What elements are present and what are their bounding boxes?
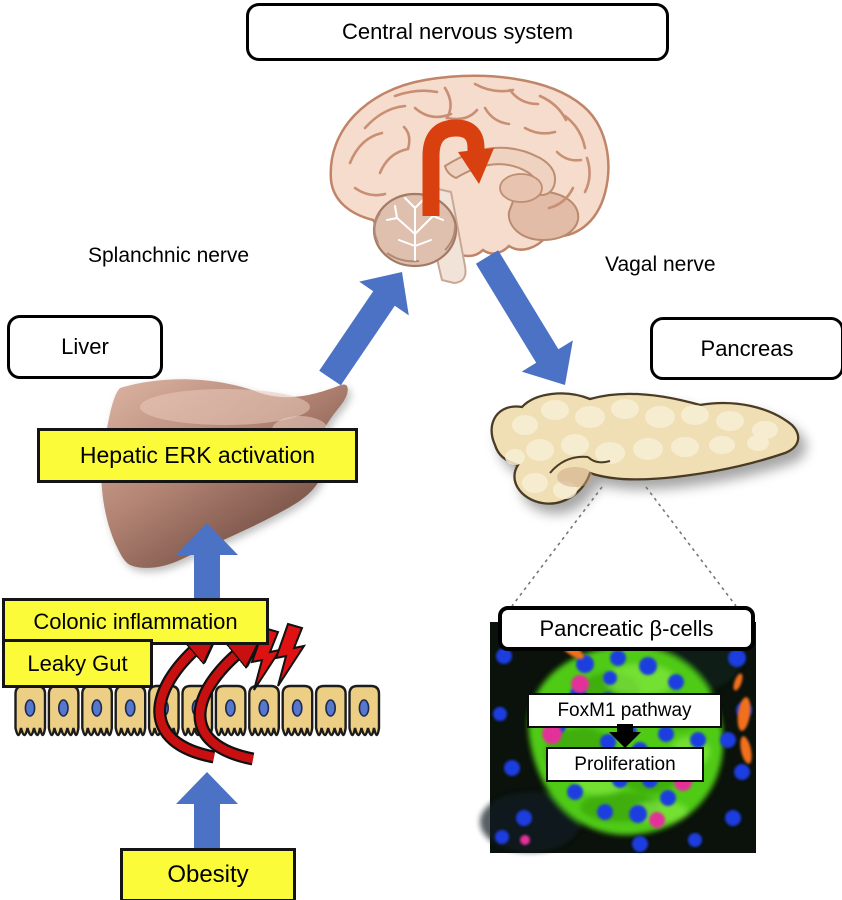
inflammation-bolt-icon xyxy=(250,622,307,691)
foxm1-pathway-label: FoxM1 pathway xyxy=(557,699,692,721)
pancreas-illustration xyxy=(490,392,800,505)
arrow-liver-to-brain xyxy=(319,272,409,386)
liver-label-box: Liver xyxy=(7,315,163,379)
splanchnic-nerve-label: Splanchnic nerve xyxy=(88,244,250,267)
arrow-brain-to-pancreas xyxy=(475,250,573,385)
liver-label: Liver xyxy=(61,334,109,359)
cns-label: Central nervous system xyxy=(341,19,574,44)
hepatic-erk-box: Hepatic ERK activation xyxy=(37,428,358,483)
proliferation-box: Proliferation xyxy=(546,747,704,782)
leaky-gut-arrow xyxy=(193,649,253,766)
brain-illustration xyxy=(329,74,610,285)
arrow-obesity-to-gut xyxy=(176,772,238,848)
pancreas-label-box: Pancreas xyxy=(650,317,842,380)
obesity-box: Obesity xyxy=(120,848,296,900)
pancreas-lobules xyxy=(505,399,778,499)
leaky-gut-label: Leaky Gut xyxy=(27,650,128,676)
pancreas-label: Pancreas xyxy=(700,335,794,361)
arrow-colonic-to-liver xyxy=(176,523,238,598)
vagal-nerve-label: Vagal nerve xyxy=(605,253,716,276)
brain-gyri xyxy=(348,82,591,213)
beta-cells-label-box: Pancreatic β-cells xyxy=(498,606,755,651)
leaky-gut-box: Leaky Gut xyxy=(2,639,153,688)
beta-cells-label: Pancreatic β-cells xyxy=(539,615,714,641)
hepatic-erk-label: Hepatic ERK activation xyxy=(79,442,316,468)
proliferation-label: Proliferation xyxy=(574,753,676,775)
uturn-arrow-icon xyxy=(422,119,494,216)
obesity-label: Obesity xyxy=(167,861,249,888)
cns-label-box: Central nervous system xyxy=(246,3,669,61)
leaky-gut-arrow xyxy=(153,645,214,764)
